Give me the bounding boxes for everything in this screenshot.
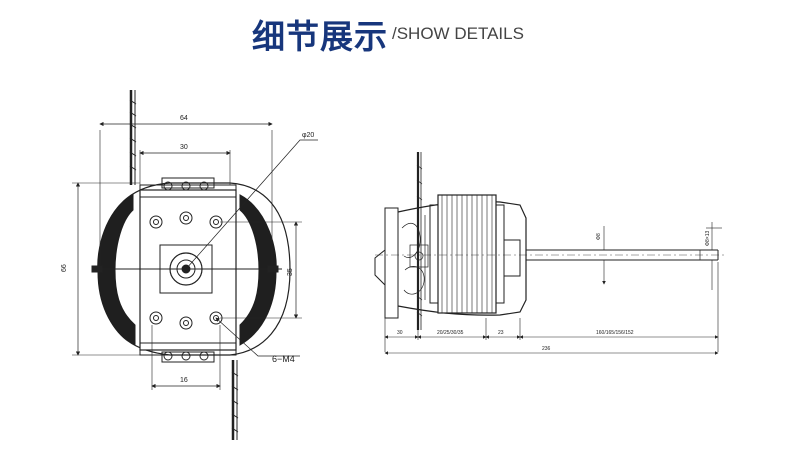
dim-inner-label: 30 [180, 144, 188, 151]
section-title: 细节展示 [252, 17, 388, 56]
dim-shaft-dia-label: Φ8 [596, 233, 602, 240]
dim-stack-label: 20/25/30/35 [437, 330, 464, 336]
dim-bottom-label: 16 [180, 377, 188, 384]
dim-height-label: 66 [61, 264, 68, 272]
dim-left-label: 30 [397, 330, 403, 336]
screw-holes [149, 181, 223, 361]
dim-mid-label: 23 [498, 330, 504, 336]
dim-shaft-len-label: 160/165/156/152 [596, 330, 634, 336]
side-view [374, 152, 724, 355]
stator-stack [429, 194, 505, 314]
coil-left [97, 194, 136, 346]
callout-screws-label: 6−M4 [272, 354, 295, 364]
dim-shaft-flat-label: Φ8×13 [705, 231, 711, 246]
coil-right [239, 194, 277, 346]
dim-width-label: 64 [180, 115, 188, 122]
dim-hole-spacing-label: 35 [287, 268, 294, 276]
front-view [72, 90, 318, 440]
lead-wire-top [129, 90, 137, 185]
shaft [375, 249, 724, 261]
lead-wire-bottom [231, 360, 239, 440]
section-subtitle: /SHOW DETAILS [392, 24, 524, 43]
header: 细节展示 /SHOW DETAILS [0, 0, 790, 60]
dim-diameter-label: φ20 [302, 132, 314, 139]
dim-total-label: 236 [542, 346, 551, 352]
lead-wire-side [416, 152, 423, 330]
internal-wiring [401, 215, 429, 300]
side-bracket [384, 207, 399, 319]
